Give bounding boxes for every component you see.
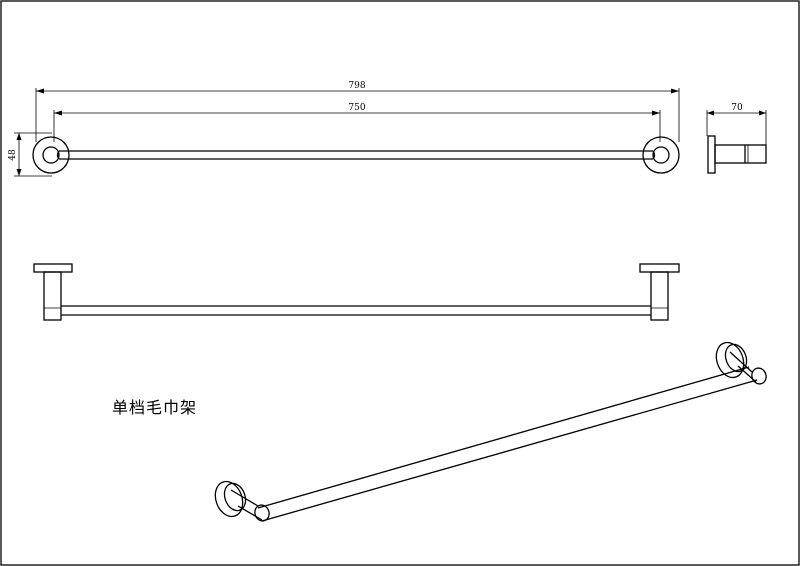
bar-length-label: 750: [348, 103, 365, 113]
depth-label: 70: [731, 103, 743, 113]
front-view: 798 750 48: [8, 81, 680, 177]
side-view: 70: [706, 103, 767, 174]
right-mount-rosette: [642, 136, 680, 174]
dimension-depth: 70: [706, 103, 767, 145]
height-label: 48: [8, 149, 18, 161]
top-view: [33, 263, 680, 321]
left-mount-rosette: [32, 136, 70, 174]
isometric-view: [214, 341, 767, 522]
dimension-height: 48: [8, 132, 52, 177]
dimension-bar-length: 750: [53, 103, 661, 142]
overall-length-label: 798: [348, 81, 365, 91]
product-title: 单档毛巾架: [112, 398, 197, 417]
